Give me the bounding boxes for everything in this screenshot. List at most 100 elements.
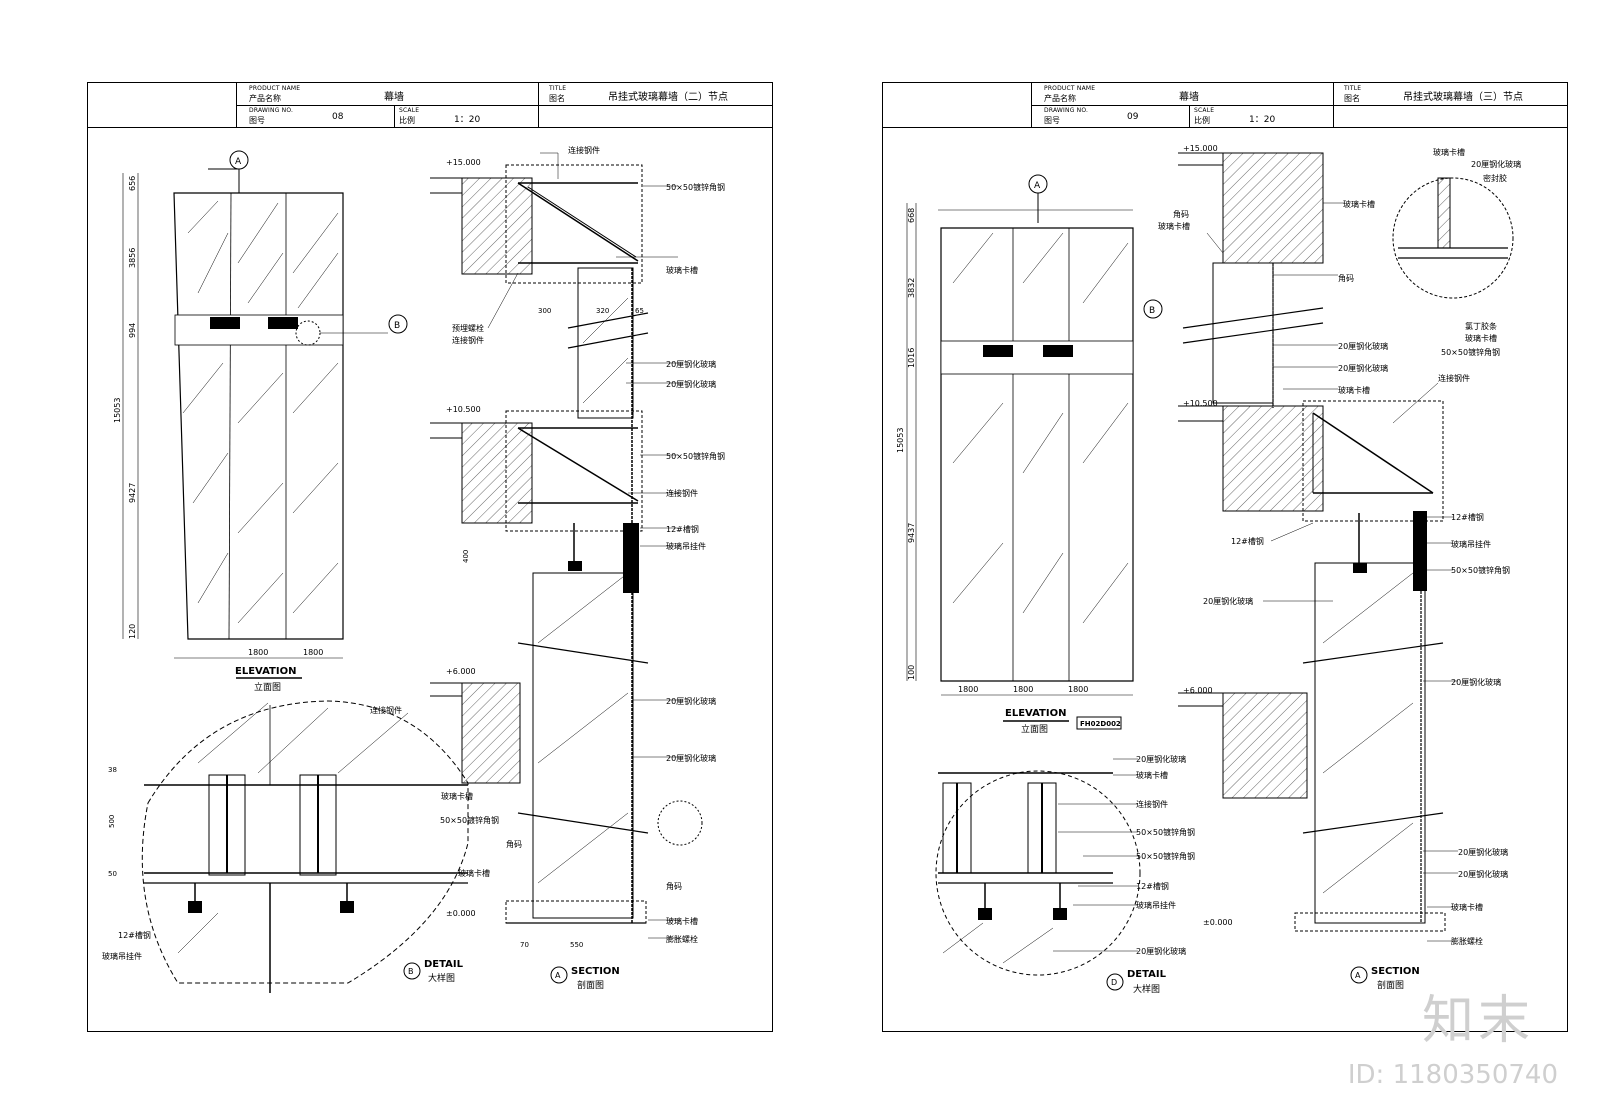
sec-label-glass-1: 20厘钢化玻璃 bbox=[666, 359, 716, 369]
bubble-label-clip2: 玻璃卡槽 bbox=[1465, 333, 1497, 343]
detail-mark: D bbox=[1111, 978, 1117, 987]
sec-label-clip-top: 玻璃卡槽 bbox=[1343, 199, 1375, 209]
drawing-no-label-cn: 图号 bbox=[249, 116, 265, 125]
product-name-label-cn: 产品名称 bbox=[1044, 94, 1076, 103]
product-name-label-cn: 产品名称 bbox=[249, 94, 281, 103]
drawing-tag: FH02D002 bbox=[1080, 720, 1121, 728]
sec-label-clip-bottom: 玻璃卡槽 bbox=[1451, 902, 1483, 912]
det-label-conn: 连接钢件 bbox=[1136, 799, 1168, 809]
sec-label-clip-top: 玻璃卡槽 bbox=[666, 265, 698, 275]
section-title-cn: 剖面图 bbox=[1377, 979, 1404, 991]
sec-label-corner-top: 角码 bbox=[1173, 209, 1189, 219]
product-name-label-en: PRODUCT NAME bbox=[1044, 85, 1096, 92]
svg-text:B: B bbox=[1149, 306, 1155, 316]
drawing-sheet-09: PRODUCT NAME 产品名称 幕墙 TITLE 图名 吊挂式玻璃幕墙（三）… bbox=[882, 82, 1568, 1032]
level-6: +6.000 bbox=[446, 667, 476, 676]
sec-label-glass-4: 20厘钢化玻璃 bbox=[1458, 847, 1508, 857]
section-mark: A bbox=[1355, 971, 1361, 980]
elev-width-2: 1800 bbox=[1013, 685, 1033, 694]
elev-dim-2: 3832 bbox=[907, 278, 916, 298]
elevation-title-cn: 立面图 bbox=[254, 681, 281, 693]
sec-label-channel-left: 12#槽钢 bbox=[1231, 536, 1264, 546]
det-label-clip: 玻璃卡槽 bbox=[441, 791, 473, 801]
det-label-glass-2: 20厘钢化玻璃 bbox=[1136, 946, 1186, 956]
elevation-view: B A 668 3832 1016 9437 100 15053 1800 18… bbox=[896, 174, 1163, 730]
sec-label-conn: 连接钢件 bbox=[1438, 373, 1470, 383]
elevation-title-en: ELEVATION bbox=[235, 666, 296, 677]
level-10-5: +10.500 bbox=[446, 405, 481, 414]
det-label-angle-2: 50×50镀锌角钢 bbox=[1136, 851, 1195, 861]
elevation-view: B A 656 3856 994 9427 120 15053 1800 180… bbox=[113, 150, 408, 679]
level-0: ±0.000 bbox=[446, 909, 476, 918]
det-label-angle: 50×50镀锌角钢 bbox=[440, 815, 499, 825]
section-view: +15.000 +10.500 +6.000 ±0.000 bbox=[1158, 144, 1521, 946]
section-title-en: SECTION bbox=[1371, 966, 1420, 977]
sec-label-conn-mid: 连接钢件 bbox=[452, 335, 484, 345]
sec-label-glass-1: 20厘钢化玻璃 bbox=[1338, 341, 1388, 351]
section-title: A SECTION 剖面图 bbox=[1350, 966, 1420, 991]
title-label-cn: 图名 bbox=[549, 94, 565, 103]
detail-title-en: DETAIL bbox=[424, 959, 464, 970]
scale-label-cn: 比例 bbox=[399, 116, 415, 125]
elev-dim-1: 668 bbox=[907, 208, 916, 223]
svg-text:65: 65 bbox=[635, 307, 644, 315]
sheet-08-drawing: B A 656 3856 994 9427 120 15053 1800 180… bbox=[102, 145, 725, 993]
drawing-no-label-en: DRAWING NO. bbox=[249, 107, 294, 114]
scale-label-cn: 比例 bbox=[1194, 116, 1210, 125]
drawing-no-value: 08 bbox=[332, 112, 344, 122]
sec-label-angle-mid: 50×50镀锌角钢 bbox=[666, 451, 725, 461]
sec-label-clip-3: 玻璃卡槽 bbox=[666, 916, 698, 926]
sec-label-angle-top: 50×50镀锌角钢 bbox=[1441, 347, 1500, 357]
elevation-title: ELEVATION 立面图 bbox=[1005, 708, 1066, 735]
elev-width-1: 1800 bbox=[958, 685, 978, 694]
svg-text:70: 70 bbox=[520, 941, 529, 949]
section-mark: A bbox=[555, 971, 561, 980]
drawing-no-label-en: DRAWING NO. bbox=[1044, 107, 1089, 114]
detail-view: 38 500 50 连接钢件 玻璃卡槽 50×50镀锌角钢 12#槽钢 玻璃吊挂… bbox=[102, 700, 499, 993]
sec-label-glass-3: 20厘钢化玻璃 bbox=[1451, 677, 1501, 687]
sec-label-expansion: 膨胀螺栓 bbox=[1451, 936, 1483, 946]
level-15: +15.000 bbox=[446, 158, 481, 167]
sec-label-angle: 50×50镀锌角钢 bbox=[1451, 565, 1510, 575]
elev-dim-5: 120 bbox=[128, 624, 137, 639]
det-label-angle-1: 50×50镀锌角钢 bbox=[1136, 827, 1195, 837]
svg-text:B: B bbox=[394, 321, 400, 331]
bubble-label-glass: 20厘钢化玻璃 bbox=[1471, 159, 1521, 169]
elev-width-2: 1800 bbox=[303, 648, 323, 657]
scale-value: 1：20 bbox=[454, 115, 481, 125]
elev-dim-2: 3856 bbox=[128, 248, 137, 268]
svg-text:500: 500 bbox=[108, 815, 116, 828]
drawing-no-value: 09 bbox=[1127, 112, 1139, 122]
det-label-conn: 连接钢件 bbox=[370, 705, 402, 715]
scale-value: 1：20 bbox=[1249, 115, 1276, 125]
svg-text:400: 400 bbox=[462, 550, 470, 563]
title-label-en: TITLE bbox=[549, 85, 567, 92]
sec-label-glass-2: 20厘钢化玻璃 bbox=[666, 379, 716, 389]
det-label-channel: 12#槽钢 bbox=[118, 930, 151, 940]
detail-title-cn: 大样图 bbox=[428, 972, 455, 984]
section-title-en: SECTION bbox=[571, 966, 620, 977]
elev-width-3: 1800 bbox=[1068, 685, 1088, 694]
elev-dim-total: 15053 bbox=[113, 398, 122, 423]
scale-label-en: SCALE bbox=[399, 107, 420, 114]
level-0: ±0.000 bbox=[1203, 918, 1233, 927]
level-10-5: +10.500 bbox=[1183, 399, 1218, 408]
elev-width-1: 1800 bbox=[248, 648, 268, 657]
product-name-value: 幕墙 bbox=[384, 92, 404, 103]
det-label-clip: 玻璃卡槽 bbox=[1136, 770, 1168, 780]
level-6: +6.000 bbox=[1183, 686, 1213, 695]
drawing-title: 吊挂式玻璃幕墙（二）节点 bbox=[608, 92, 728, 103]
detail-view: 20厘钢化玻璃 玻璃卡槽 连接钢件 50×50镀锌角钢 50×50镀锌角钢 12… bbox=[935, 754, 1195, 976]
section-title: A SECTION 剖面图 bbox=[550, 966, 620, 991]
sec-label-glass-4: 20厘钢化玻璃 bbox=[666, 753, 716, 763]
sec-label-corner-2: 角码 bbox=[1338, 273, 1354, 283]
svg-text:550: 550 bbox=[570, 941, 583, 949]
sec-label-clip-bottom: 玻璃卡槽 bbox=[458, 868, 490, 878]
det-label-hanger: 玻璃吊挂件 bbox=[102, 951, 142, 961]
product-name-label-en: PRODUCT NAME bbox=[249, 85, 301, 92]
det-label-glass: 20厘钢化玻璃 bbox=[1136, 754, 1186, 764]
sec-label-glass-left: 20厘钢化玻璃 bbox=[1203, 596, 1253, 606]
detail-mark: B bbox=[408, 967, 414, 976]
svg-text:38: 38 bbox=[108, 766, 117, 774]
sec-label-glass-3: 20厘钢化玻璃 bbox=[666, 696, 716, 706]
